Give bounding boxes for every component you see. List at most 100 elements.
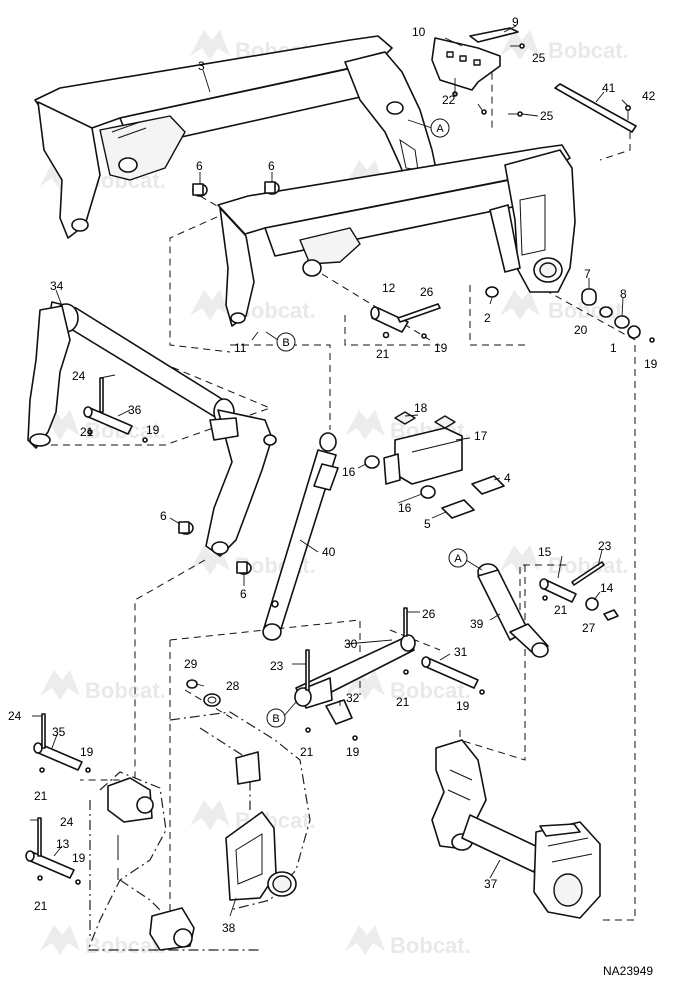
watermark-logo-icon [190,800,230,830]
callout-25: 25 [540,109,554,123]
callout-19: 19 [456,699,470,713]
callout-11: 11 [234,341,247,355]
watermark-text: Bobcat. [85,678,166,703]
reference-marker-label: B [282,337,289,349]
watermark-logo-icon [190,290,230,320]
callout-8: 8 [620,287,627,301]
callout-15: 15 [538,545,552,559]
callout-19: 19 [346,745,360,759]
callout-6: 6 [268,159,275,173]
callout-14: 14 [600,581,614,595]
callout-28: 28 [226,679,240,693]
loader-arm-front [217,144,576,327]
callout-19: 19 [146,423,160,437]
stop-bracket [364,411,505,519]
bob-tach-assembly [431,739,601,919]
callout-25: 25 [532,51,546,65]
callout-23: 23 [270,659,284,673]
loader-arm-rear [34,35,441,239]
callout-21: 21 [34,789,48,803]
callout-29: 29 [184,657,198,671]
watermark-text: Bobcat. [390,678,471,703]
support-bar [554,83,637,133]
seal-rings [186,679,221,707]
callout-21: 21 [376,347,390,361]
reference-marker-a: A [448,548,483,571]
watermark-logo-icon [500,290,540,320]
callout-19: 19 [434,341,448,355]
reference-marker-b: B [265,331,296,352]
callout-19: 19 [644,357,658,371]
callout-22: 22 [442,93,456,107]
callout-6: 6 [160,509,167,523]
callout-26: 26 [422,607,436,621]
pivot-pin-31 [421,656,485,695]
leader-lines [30,25,629,917]
callout-24: 24 [60,815,74,829]
callout-30: 30 [344,637,358,651]
callout-36: 36 [128,403,142,417]
watermark-logo-icon [40,925,80,955]
watermark-text: Bobcat. [548,38,629,63]
callout-16: 16 [342,465,356,479]
callout-26: 26 [420,285,434,299]
callout-9: 9 [512,15,519,29]
callout-17: 17 [474,429,488,443]
callout-6: 6 [196,159,203,173]
callout-24: 24 [8,709,22,723]
watermark-text: Bobcat. [390,933,471,958]
lift-cylinder [262,432,339,641]
drawing-number: NA23949 [603,964,653,978]
callout-4: 4 [504,471,511,485]
callout-38: 38 [222,921,236,935]
callout-39: 39 [470,617,484,631]
reference-marker-label: B [272,713,279,725]
pivot-pin-13 [25,817,81,885]
pivot-pin-12 [370,303,441,339]
callout-1: 1 [610,341,617,355]
pivot-pin-15 [539,561,619,621]
pivot-bushings-lower [178,521,252,575]
callout-18: 18 [414,401,428,415]
callout-34: 34 [50,279,64,293]
callout-21: 21 [396,695,410,709]
watermark-logo-icon [345,160,385,190]
frame-mount [225,811,297,901]
tilt-cylinder [477,563,549,658]
pivot-pin-right [485,286,655,343]
callout-10: 10 [412,25,426,39]
tilt-link [294,607,416,741]
callout-16: 16 [398,501,412,515]
callout-labels: 3 9 10 25 22 25 41 42 6 6 34 12 26 21 19… [8,15,658,935]
callout-21: 21 [554,603,568,617]
watermark-logo-icon [500,545,540,575]
callout-23: 23 [598,539,612,553]
callout-21: 21 [34,899,48,913]
pivot-pin-35 [33,713,91,773]
reference-marker-a: A [407,118,450,138]
callout-5: 5 [424,517,431,531]
callout-31: 31 [454,645,468,659]
callout-19: 19 [80,745,94,759]
callout-35: 35 [52,725,66,739]
callout-19: 19 [72,851,86,865]
reference-marker-label: A [436,123,444,135]
callout-27: 27 [582,621,596,635]
callout-21: 21 [300,745,314,759]
watermark-logo-icon [40,670,80,700]
machine-frame-details [107,751,261,951]
callout-41: 41 [602,81,616,95]
reference-marker-b: B [266,701,297,728]
watermark-logo-icon [190,30,230,60]
callout-42: 42 [642,89,656,103]
callout-24: 24 [72,369,86,383]
watermark-logo-icon [345,925,385,955]
callout-13: 13 [56,837,70,851]
callout-20: 20 [574,323,588,337]
callout-3: 3 [198,59,205,73]
callout-12: 12 [382,281,396,295]
callout-7: 7 [584,267,591,281]
watermark-logo-icon [345,410,385,440]
